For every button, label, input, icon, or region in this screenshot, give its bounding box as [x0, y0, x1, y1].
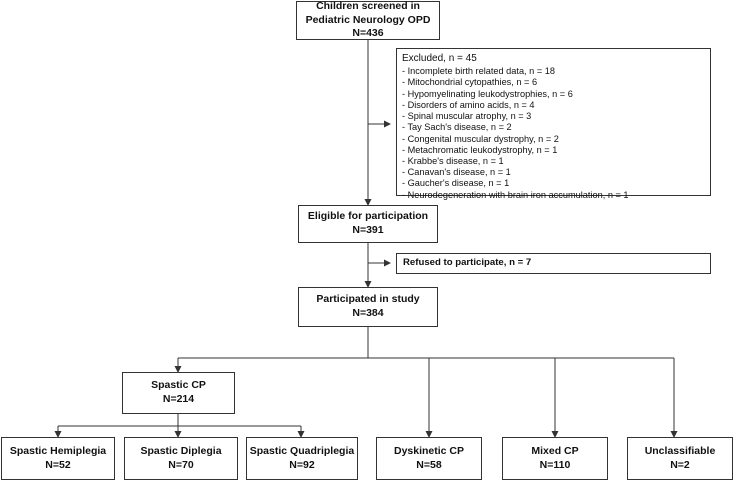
dyskinetic-cp-box: Dyskinetic CP N=58	[376, 437, 482, 480]
excluded-item: - Gaucher's disease, n = 1	[402, 178, 510, 189]
excluded-item: - Spinal muscular atrophy, n = 3	[402, 111, 532, 122]
participated-box: Participated in study N=384	[298, 287, 438, 327]
excluded-item: - Neurodegeneration with brain iron accu…	[402, 189, 629, 200]
excluded-item: - Tay Sach's disease, n = 2	[402, 122, 512, 133]
spastic-cp-label: Spastic CP	[151, 379, 206, 392]
excluded-title: Excluded, n = 45	[402, 53, 477, 64]
spastic-hemiplegia-box: Spastic Hemiplegia N=52	[1, 437, 115, 480]
mixed-cp-box: Mixed CP N=110	[502, 437, 608, 480]
unclassifiable-count: N=2	[670, 458, 690, 471]
excluded-box: Excluded, n = 45 - Incomplete birth rela…	[396, 48, 711, 200]
spastic-cp-count: N=214	[162, 393, 195, 405]
excluded-item: - Krabbe's disease, n = 1	[402, 155, 504, 166]
mixed-cp-label: Mixed CP	[531, 444, 579, 457]
dyskinetic-cp-count: N=58	[416, 458, 442, 471]
participated-label: Participated in study	[316, 293, 420, 306]
mixed-cp-count: N=110	[539, 458, 571, 471]
excluded-item: - Incomplete birth related data, n = 18	[402, 66, 555, 77]
spastic-quadriplegia-count: N=92	[289, 458, 315, 471]
spastic-hemiplegia-count: N=52	[45, 458, 71, 471]
unclassifiable-label: Unclassifiable	[644, 444, 716, 457]
eligible-box: Eligible for participation N=391	[298, 205, 438, 243]
spastic-quadriplegia-label: Spastic Quadriplegia	[249, 444, 355, 457]
screened-box: Children screened in Pediatric Neurology…	[296, 0, 440, 40]
excluded-item: - Congenital muscular dystrophy, n = 2	[402, 133, 559, 144]
screened-count: N=436	[352, 27, 384, 40]
excluded-item: - Hypomyelinating leukodystrophies, n = …	[402, 88, 573, 99]
excluded-item: - Disorders of amino acids, n = 4	[402, 99, 535, 110]
spastic-quadriplegia-box: Spastic Quadriplegia N=92	[246, 437, 358, 480]
refused-box: Refused to participate, n = 7	[396, 253, 711, 274]
refused-label: Refused to participate, n = 7	[403, 257, 532, 269]
excluded-item: - Metachromatic leukodystrophy, n = 1	[402, 144, 558, 155]
excluded-item: - Mitochondrial cytopathies, n = 6	[402, 77, 538, 88]
participated-count: N=384	[352, 307, 384, 319]
unclassifiable-box: Unclassifiable N=2	[627, 437, 733, 480]
spastic-diplegia-label: Spastic Diplegia	[140, 444, 222, 457]
spastic-hemiplegia-label: Spastic Hemiplegia	[9, 444, 107, 457]
screened-line1: Children screened in	[316, 0, 420, 13]
spastic-cp-box: Spastic CP N=214	[122, 372, 235, 414]
screened-line2: Pediatric Neurology OPD	[305, 13, 431, 26]
spastic-diplegia-count: N=70	[168, 458, 194, 471]
dyskinetic-cp-label: Dyskinetic CP	[393, 444, 465, 457]
eligible-count: N=391	[352, 224, 384, 236]
eligible-label: Eligible for participation	[307, 210, 429, 223]
excluded-item: - Canavan's disease, n = 1	[402, 167, 511, 178]
spastic-diplegia-box: Spastic Diplegia N=70	[124, 437, 238, 480]
